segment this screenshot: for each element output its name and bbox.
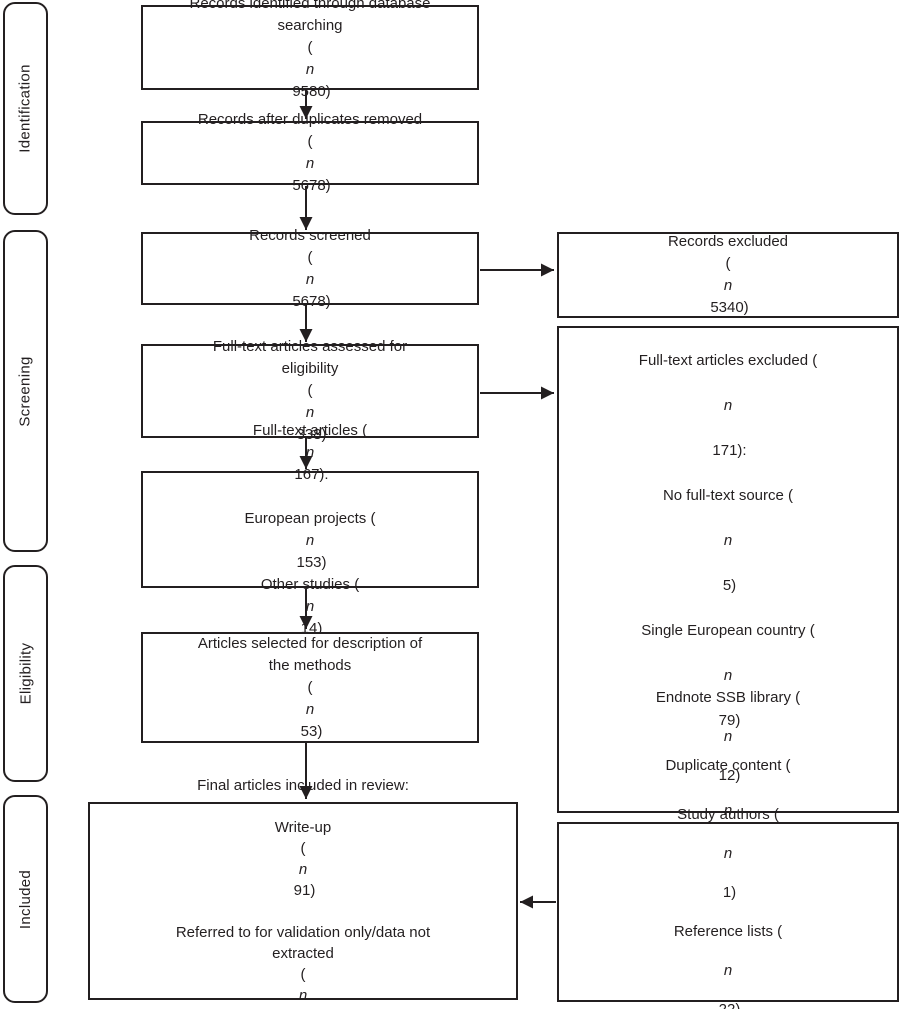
box-final-included: Final articles included in review: Write… (88, 777, 518, 1009)
box-fulltext-articles: Full-text articles (n 167): European pro… (141, 422, 479, 637)
box-records-identified: Records identified through database sear… (141, 0, 479, 100)
phase-identification: Identification (3, 2, 48, 215)
box-records-excluded: Records excluded (n 5340) (557, 232, 899, 318)
box-fulltext-excluded: Full-text articles excluded (n 171): No … (557, 326, 899, 999)
phase-identification-label: Identification (17, 64, 35, 153)
phase-included-label: Included (17, 869, 34, 929)
box-records-screened: Records screened (n 5678) (141, 227, 479, 310)
phase-screening: Screening (3, 230, 48, 552)
box-fulltext-assessed: Full-text articles assessed for eligibil… (141, 338, 479, 443)
box-additional-sources: Endnote SSB library (n 12) Study authors… (557, 689, 899, 1009)
phase-eligibility: Eligibility (3, 565, 48, 782)
phase-included: Included (3, 795, 48, 1003)
box-articles-selected: Articles selected for description of the… (141, 632, 479, 743)
phase-eligibility-label: Eligibility (17, 642, 34, 705)
box-duplicates-removed: Records after duplicates removed (n 5678… (141, 111, 479, 194)
phase-screening-label: Screening (17, 355, 34, 427)
